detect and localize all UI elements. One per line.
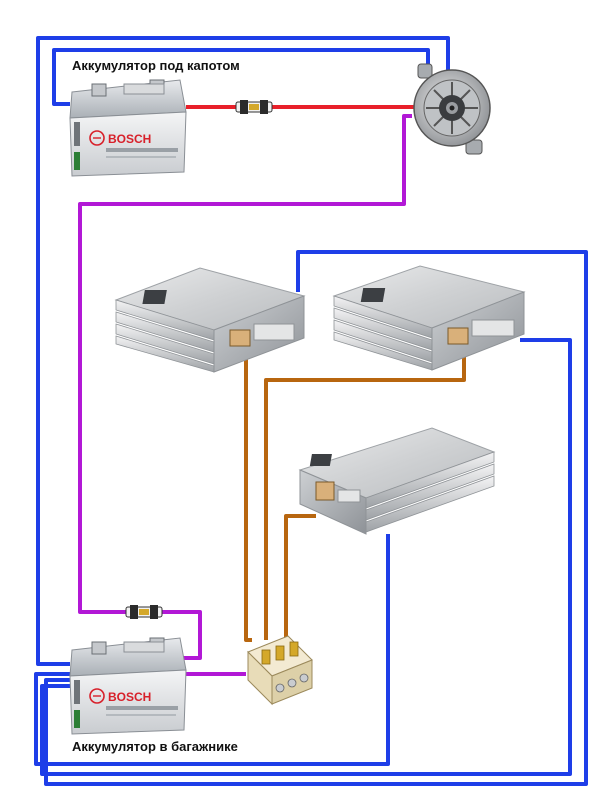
power-wires: [78, 114, 412, 676]
battery-brand-label: BOSCH: [108, 690, 151, 704]
bosch-logo-icon: [89, 130, 105, 146]
ground-wire-outer-left: [36, 36, 450, 666]
ground-wire-amp1-right: [44, 250, 588, 786]
inline-fuse-top: [235, 100, 273, 114]
amp-feed-amp1: [244, 356, 252, 642]
power-wire-fuse-to-battery: [162, 610, 202, 660]
amplifier-2: [332, 265, 526, 371]
ground-wires: [34, 36, 588, 786]
amplifier-3: [298, 427, 496, 535]
bosch-logo-icon: [89, 688, 105, 704]
battery-under-hood-label: Аккумулятор под капотом: [72, 58, 240, 73]
amp-feed-wires: [244, 356, 466, 642]
battery-under-hood: BOSCH: [69, 79, 187, 177]
inline-fuse-bottom: [125, 605, 163, 619]
ground-wire-amp3: [34, 534, 390, 766]
ground-wire-amp2-right: [40, 338, 572, 776]
amplifier-1: [114, 267, 306, 373]
ground-wire-battery-top: [52, 48, 430, 106]
battery-in-trunk-label: Аккумулятор в багажнике: [72, 739, 238, 754]
amp-feed-amp2: [264, 356, 466, 640]
battery-in-trunk: BOSCH: [69, 637, 187, 735]
alternator-icon: [413, 63, 491, 155]
amp-feed-amp3: [284, 514, 316, 642]
battery-brand-label: BOSCH: [108, 132, 151, 146]
fuse-block-icon: [247, 635, 313, 706]
power-wire-alternator-to-trunk: [78, 114, 412, 614]
